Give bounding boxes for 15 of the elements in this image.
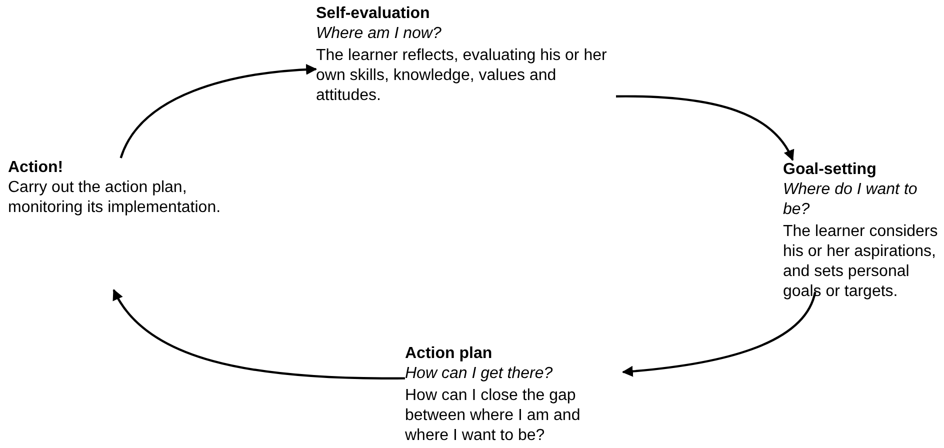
stage-question: Where do I want to be? <box>783 180 918 220</box>
curved-arrow <box>616 95 794 161</box>
stage-description: The learner reflects, evaluating his or her own skills, knowledge, values and attitudes. <box>316 46 608 106</box>
stage-description: Carry out the action plan, monitoring its implementation. <box>8 178 222 218</box>
stage-description: How can I close the gap between where I am and where I want to be? <box>405 386 582 446</box>
stage-heading: Action! <box>8 158 64 178</box>
stage-heading: Action plan <box>405 344 494 364</box>
stage-question: How can I get there? <box>405 364 554 384</box>
curved-arrow <box>120 64 318 158</box>
stage-question: Where am I now? <box>316 24 442 44</box>
curved-arrow <box>112 289 405 380</box>
curved-arrow <box>622 292 816 377</box>
stage-heading: Self-evaluation <box>316 4 431 24</box>
stage-heading: Goal-setting <box>783 160 878 180</box>
stage-description: The learner considers his or her aspirations, and sets personal goals or targets. <box>783 222 939 302</box>
